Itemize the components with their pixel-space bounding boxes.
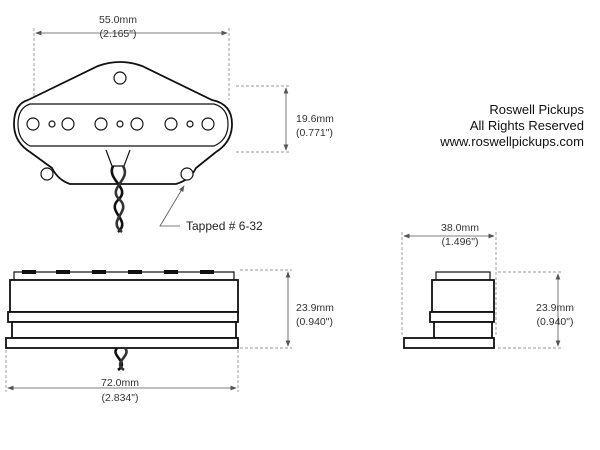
pole-top-3 <box>92 270 106 274</box>
baseplate-edge <box>5 337 239 349</box>
side-bobbin-upper <box>431 279 495 313</box>
side-bobbin-lower <box>433 321 493 339</box>
top-width-mm: 55.0mm <box>99 14 137 26</box>
pole-top-5 <box>164 270 178 274</box>
bottom-left-mount-hole <box>40 167 54 181</box>
pole-piece-small-3 <box>186 120 194 128</box>
side-pole-cap <box>435 271 491 281</box>
pole-piece-1 <box>26 117 40 131</box>
front-height-in: (0.940") <box>296 316 333 328</box>
front-length-in: (2.834") <box>102 392 139 404</box>
top-height-in: (0.771") <box>296 127 333 139</box>
pole-piece-small-1 <box>48 120 56 128</box>
bobbin-upper <box>9 279 239 313</box>
pole-top-1 <box>22 270 36 274</box>
side-baseplate <box>403 337 495 349</box>
front-lead-wire <box>114 347 128 372</box>
side-height-mm: 23.9mm <box>536 302 574 314</box>
bottom-right-mount-hole <box>180 167 194 181</box>
pole-piece-2 <box>61 117 75 131</box>
bobbin-flange <box>7 311 239 323</box>
pole-piece-6 <box>201 117 215 131</box>
pole-piece-small-2 <box>116 120 124 128</box>
tap-note: Tapped # 6-32 <box>186 219 263 233</box>
top-mount-hole <box>113 71 127 85</box>
pole-piece-5 <box>164 117 178 131</box>
top-view: 55.0mm (2.165") 19.6mm (0.771") <box>13 14 334 234</box>
side-width-mm: 38.0mm <box>441 222 479 234</box>
brand-rights: All Rights Reserved <box>470 118 584 133</box>
lead-exit <box>105 149 131 167</box>
tap-leader-line <box>159 185 185 227</box>
pole-piece-3 <box>94 117 108 131</box>
top-width-in: (2.165") <box>100 28 137 40</box>
lead-wire <box>110 165 127 234</box>
pole-top-2 <box>56 270 70 274</box>
pole-top-4 <box>128 270 142 274</box>
front-length-mm: 72.0mm <box>101 377 139 389</box>
pole-top-6 <box>200 270 214 274</box>
side-bobbin-flange <box>429 311 495 323</box>
top-height-mm: 19.6mm <box>296 113 334 125</box>
side-width-in: (1.496") <box>442 236 479 248</box>
front-height-mm: 23.9mm <box>296 302 334 314</box>
front-view: 23.9mm (0.940") 72.0mm (2.834") <box>5 269 334 404</box>
side-view: 38.0mm (1.496") 23.9mm (0.940") <box>401 222 574 349</box>
brand-url: www.roswellpickups.com <box>439 134 584 149</box>
brand-name: Roswell Pickups <box>489 102 584 117</box>
side-height-in: (0.940") <box>537 316 574 328</box>
bobbin-lower <box>11 321 237 339</box>
pole-piece-4 <box>130 117 144 131</box>
brand-block: Roswell Pickups All Rights Reserved www.… <box>439 102 584 149</box>
